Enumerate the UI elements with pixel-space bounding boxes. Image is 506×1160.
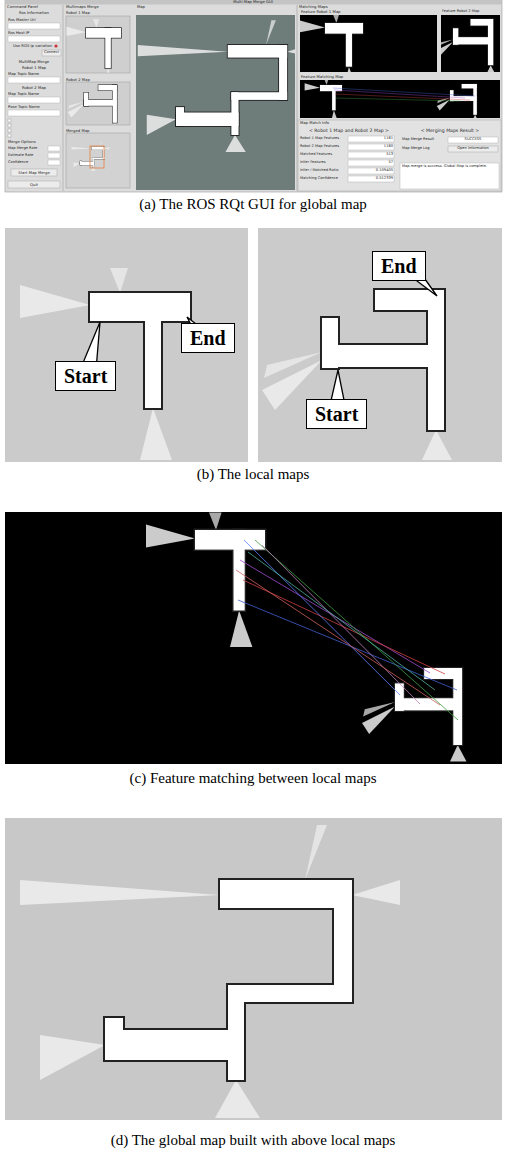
- figure-caption: (c) Feature matching between local maps: [0, 770, 506, 787]
- gui-label: 513: [348, 153, 393, 157]
- gui-label: 57: [348, 161, 393, 165]
- gui-label: Open Information: [448, 147, 498, 151]
- gui-label: Feature Matching Map: [301, 75, 343, 79]
- figure-caption: (b) The local maps: [0, 466, 506, 483]
- gui-label: Map Merge Result: [402, 138, 434, 142]
- gui-label: Confidence: [8, 161, 28, 165]
- figure-caption: (d) The global map built with above loca…: [0, 1132, 506, 1149]
- callout-text: End: [190, 327, 226, 349]
- gui-label: Estimate Rate: [8, 154, 33, 158]
- gui-label: 0.109405: [348, 169, 393, 173]
- callout-text: End: [381, 255, 417, 277]
- gui-label: Pose Topic Name: [8, 105, 40, 109]
- gui-label: Quit: [8, 183, 60, 187]
- gui-label: Robot 1 Map: [66, 11, 90, 15]
- gui-label: Ros Information: [5, 11, 63, 15]
- gui-label: Inlier / Matched Ratio: [300, 169, 338, 173]
- gui-label: Feature Robot 1 Map: [301, 10, 340, 14]
- gui-label: Map Topic Name: [8, 72, 39, 76]
- gui-label: Robot 2 Map: [5, 86, 63, 90]
- gui-label: Robot 2 Map: [66, 78, 90, 82]
- gui-label: Map Merge Log: [402, 147, 430, 151]
- gui-label: < Robot 1 Map and Robot 2 Map >: [299, 128, 399, 133]
- gui-label: Map merge is success. Global Map is comp…: [402, 165, 487, 169]
- callout-box: End: [372, 251, 426, 281]
- gui-label: 1161: [348, 137, 393, 141]
- callout-box: Start: [55, 361, 116, 391]
- callout-text: Start: [315, 403, 358, 425]
- gui-label: Matched Features: [300, 153, 332, 157]
- gui-label: 1160: [348, 145, 393, 149]
- gui-label: Multi Map Merge GUI: [0, 0, 506, 4]
- gui-label: Robot 2 Map Features: [300, 145, 339, 149]
- gui-label: MultiMap Merge: [5, 60, 63, 64]
- gui-label: SUCCESS: [448, 138, 498, 142]
- gui-label: Use ROS ip variation: [13, 44, 52, 48]
- gui-label: Matching Maps: [299, 5, 328, 9]
- gui-label: Robot 1 Map: [5, 66, 63, 70]
- gui-label: Multimaps Merge: [66, 5, 99, 9]
- gui-label: Map Merge Rate: [8, 147, 37, 151]
- gui-label: Map Match Info: [300, 121, 329, 125]
- gui-label: Merged Map: [66, 129, 89, 133]
- callout-box: End: [181, 323, 235, 353]
- figure-caption: (a) The ROS RQt GUI for global map: [0, 196, 506, 213]
- gui-label: Ros Host IP: [8, 31, 29, 35]
- gui-label: Map Topic Name: [8, 92, 39, 96]
- gui-label: Start Map Merge: [11, 171, 57, 175]
- gui-label: Merge Options: [8, 140, 36, 144]
- gui-label: Feature Robot 2 Map: [442, 10, 479, 14]
- gui-label: < Merging Maps Result >: [400, 128, 500, 133]
- gui-label: Robot 1 Map Features: [300, 137, 339, 141]
- gui-label: Ros Master Uri: [8, 18, 36, 22]
- callout-text: Start: [64, 365, 107, 387]
- gui-label: Map: [137, 5, 145, 9]
- gui-label: Matching Confidence: [300, 177, 338, 181]
- gui-label: Command Panel: [7, 5, 38, 9]
- gui-label: Connect: [42, 51, 61, 55]
- gui-label: 0.512339: [348, 177, 393, 181]
- gui-label: Inlier Features: [300, 161, 326, 165]
- callout-box: Start: [306, 399, 367, 429]
